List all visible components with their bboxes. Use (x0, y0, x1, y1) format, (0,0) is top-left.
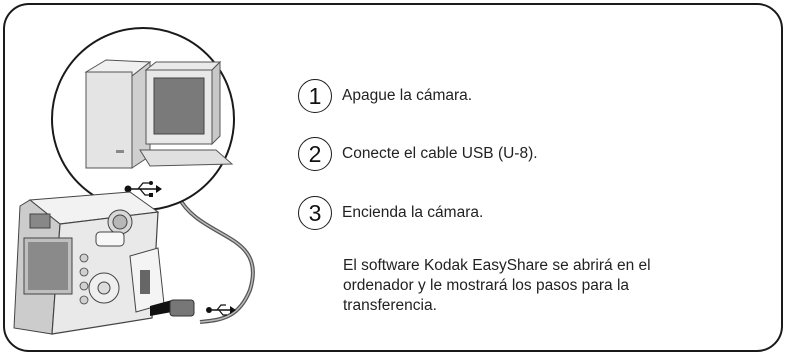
step-number-badge: 2 (298, 137, 332, 171)
note-text: El software Kodak EasyShare se abrirá en… (343, 257, 651, 314)
step-text: Apague la cámara. (342, 87, 473, 104)
step-1: 1 Apague la cámara. (298, 79, 472, 113)
step-3: 3 Encienda la cámara. (298, 196, 483, 230)
step-number-badge: 1 (298, 79, 332, 113)
step-2: 2 Conecte el cable USB (U-8). (298, 137, 538, 171)
step-text: Conecte el cable USB (U-8). (342, 145, 538, 162)
camera-illustration (13, 191, 236, 335)
computer-illustration (51, 27, 235, 211)
instruction-frame (3, 3, 783, 352)
step-number-badge: 3 (298, 196, 332, 230)
step-text: Encienda la cámara. (342, 204, 484, 221)
usb-icon (124, 181, 162, 197)
